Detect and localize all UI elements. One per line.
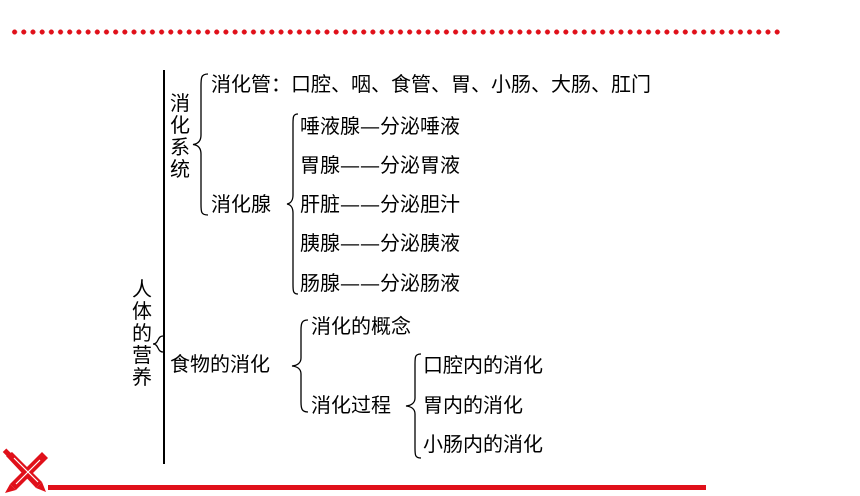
crossed-pencils-logo-icon — [2, 448, 48, 493]
gland-secretion: 分泌胆汁 — [380, 192, 460, 216]
footer-red-line — [48, 485, 706, 490]
digestive-canal-row: 消化管：口腔、咽、食管、胃、小肠、大肠、肛门 — [211, 72, 651, 96]
digestion-stage: 胃内的消化 — [423, 393, 523, 417]
root-label: 人体的营养 — [132, 277, 152, 389]
food-digestion-brace — [291, 319, 309, 413]
digestion-stage: 小肠内的消化 — [423, 432, 543, 456]
root-vertical-line — [163, 70, 165, 464]
digestive-system-brace — [192, 73, 209, 216]
digestive-canal-label: 消化管 — [211, 72, 271, 96]
gland-row: 肠腺——分泌肠液 — [300, 271, 460, 295]
gland-row: 肝脏——分泌胆汁 — [300, 192, 460, 216]
gland-row: 胃腺——分泌胃液 — [300, 153, 460, 177]
digestive-canal-separator: ： — [271, 72, 291, 96]
gland-secretion: 分泌胃液 — [380, 153, 460, 177]
gland-name: 肠腺 — [300, 271, 340, 295]
gland-secretion: 分泌唾液 — [380, 114, 460, 138]
gland-name: 肝脏 — [300, 192, 340, 216]
gland-secretion: 分泌肠液 — [380, 271, 460, 295]
dotted-header-divider — [10, 28, 780, 36]
digestive-glands-brace — [286, 113, 299, 295]
gland-name: 胰腺 — [300, 231, 340, 255]
food-digestion-label: 食物的消化 — [170, 352, 270, 376]
gland-name: 唾液腺 — [300, 114, 360, 138]
gland-dash: —— — [340, 271, 380, 295]
gland-dash: — — [360, 114, 380, 138]
gland-dash: —— — [340, 231, 380, 255]
digestion-stage: 口腔内的消化 — [423, 353, 543, 377]
gland-row: 唾液腺—分泌唾液 — [300, 114, 460, 138]
gland-name: 胃腺 — [300, 153, 340, 177]
root-brace — [152, 335, 164, 353]
gland-dash: —— — [340, 192, 380, 216]
gland-secretion: 分泌胰液 — [380, 231, 460, 255]
digestion-process-label: 消化过程 — [311, 393, 391, 417]
digestive-canal-organs: 口腔、咽、食管、胃、小肠、大肠、肛门 — [291, 72, 651, 96]
digestion-process-brace — [405, 353, 422, 459]
digestion-concept: 消化的概念 — [311, 314, 411, 338]
gland-row: 胰腺——分泌胰液 — [300, 231, 460, 255]
digestive-glands-label: 消化腺 — [211, 192, 271, 216]
gland-dash: —— — [340, 153, 380, 177]
digestive-system-label: 消化系统 — [170, 91, 190, 181]
